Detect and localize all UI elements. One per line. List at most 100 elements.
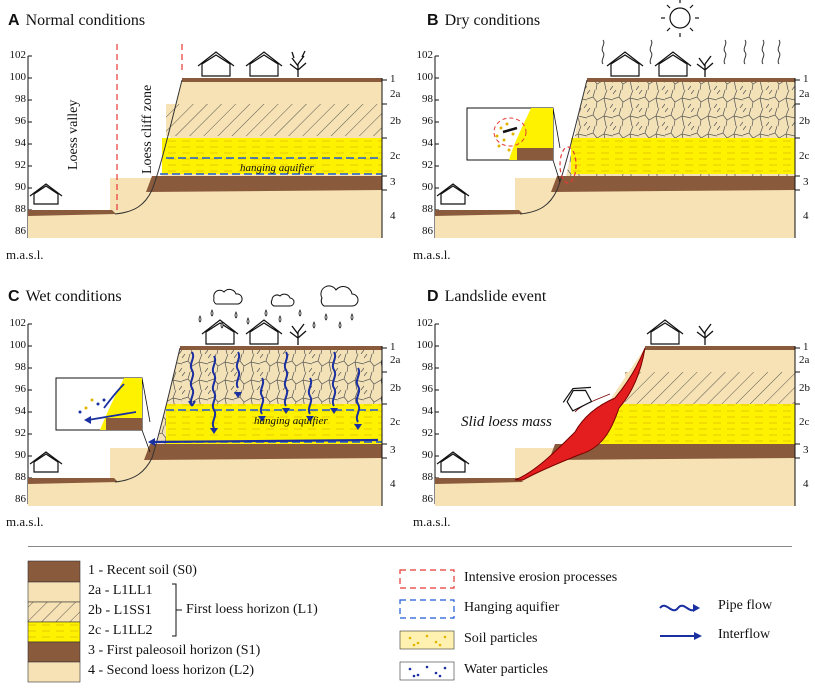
panel-b-cross-section: [434, 0, 800, 238]
layer-label: 4: [390, 210, 396, 222]
layer-label: 1: [803, 341, 809, 353]
hanging-aquifer-label: hanging aquifier: [254, 415, 328, 427]
tick: 90: [15, 181, 26, 193]
landslide-mass: [514, 347, 646, 481]
layer-label: 2c: [799, 150, 810, 162]
tick: 86: [422, 493, 433, 505]
tick: 96: [15, 383, 26, 395]
panel-d-cross-section: [434, 319, 800, 506]
sun-icon: [669, 7, 691, 29]
tick: 92: [422, 159, 433, 171]
tick: 86: [15, 493, 26, 505]
tick: 94: [422, 405, 433, 417]
tick: 96: [422, 115, 433, 127]
tick: 92: [15, 427, 26, 439]
layer-label: 2a: [799, 354, 810, 366]
panel-a-title: A Normal conditions: [8, 12, 145, 30]
tick: 88: [422, 203, 433, 215]
legend-layer-2a: 2a - L1LL1: [88, 583, 153, 598]
tick: 92: [422, 427, 433, 439]
panel-a-cross-section: [27, 44, 387, 238]
layer-label: 4: [803, 478, 809, 490]
panel-b-title: B Dry conditions: [427, 12, 540, 30]
tick: 100: [9, 71, 27, 83]
tick: 90: [15, 449, 26, 461]
layer-label: 2c: [390, 416, 401, 428]
tick: 102: [416, 317, 434, 329]
tick: 98: [422, 93, 433, 105]
layer-label: 1: [390, 341, 396, 353]
panel-c-cross-section: [27, 285, 387, 506]
panel-b-title-text: Dry conditions: [444, 12, 541, 29]
hanging-aquifer-label: hanging aquifier: [240, 162, 314, 174]
axis-unit: m.a.s.l.: [413, 247, 451, 262]
tick: 98: [15, 93, 26, 105]
tick: 88: [15, 203, 26, 215]
panel-a: A Normal conditions: [0, 0, 401, 270]
tick: 90: [422, 449, 433, 461]
tick: 102: [9, 317, 27, 329]
layer-label: 2b: [390, 115, 401, 127]
panel-d-title: D Landslide event: [427, 288, 546, 306]
tick: 96: [15, 115, 26, 127]
cloud-icon: [213, 285, 359, 307]
tick: 94: [422, 137, 433, 149]
panel-d-letter: D: [427, 288, 439, 305]
layer-label: 2a: [390, 354, 401, 366]
loess-valley-label: Loess valley: [66, 99, 81, 170]
tick: 102: [416, 49, 434, 61]
tick: 94: [15, 405, 26, 417]
house-icon: [29, 183, 63, 205]
tick: 102: [9, 49, 27, 61]
legend-divider: [28, 546, 792, 547]
legend-layer-4: 4 - Second loess horizon (L2): [88, 663, 255, 678]
legend-interflow: Interflow: [718, 627, 771, 642]
axis-unit: m.a.s.l.: [6, 247, 44, 262]
tick: 98: [15, 361, 26, 373]
tick: 88: [422, 471, 433, 483]
layer-label: 2c: [390, 150, 401, 162]
panel-a-title-text: Normal conditions: [25, 12, 146, 29]
legend-hanging-aquifer: Hanging aquifier: [464, 600, 560, 615]
tick: 100: [9, 339, 27, 351]
tick: 96: [422, 383, 433, 395]
tick: 100: [416, 71, 434, 83]
layer-label: 1: [803, 73, 809, 85]
panel-c-title-text: Wet conditions: [25, 288, 122, 305]
panel-b-letter: B: [427, 12, 439, 29]
legend-swatches: [27, 560, 702, 683]
layer-label: 4: [390, 478, 396, 490]
tick: 100: [416, 339, 434, 351]
layer-label: 4: [803, 210, 809, 222]
legend-water-particles: Water particles: [464, 662, 548, 677]
layer-label: 2a: [390, 88, 401, 100]
legend-pipe-flow: Pipe flow: [718, 598, 773, 613]
layer-label: 2b: [799, 382, 810, 394]
loess-cliff-label: Loess cliff zone: [140, 84, 155, 174]
tick: 92: [15, 159, 26, 171]
slid-loess-mass-label: Slid loess mass: [461, 414, 552, 430]
layer-label: 1: [390, 73, 396, 85]
layer-label: 2b: [799, 115, 810, 127]
legend-erosion: Intensive erosion processes: [464, 570, 618, 585]
panel-b: B Dry conditions: [405, 0, 815, 270]
panel-d-title-text: Landslide event: [444, 288, 547, 305]
tick: 94: [15, 137, 26, 149]
axis-unit: m.a.s.l.: [6, 514, 44, 529]
layer-label: 2c: [799, 416, 810, 428]
panel-c-letter: C: [8, 288, 20, 305]
layer-label: 3: [803, 444, 809, 456]
panel-c: C Wet conditions: [0, 282, 401, 537]
panel-a-letter: A: [8, 12, 20, 29]
layer-label: 3: [390, 444, 396, 456]
layer-label: 3: [803, 176, 809, 188]
legend: 1 - Recent soil (S0) 2a - L1LL1 2b - L1S…: [0, 550, 815, 689]
legend-layer-2c: 2c - L1LL2: [88, 623, 153, 638]
layer-label: 2a: [799, 88, 810, 100]
legend-group-label: First loess horizon (L1): [186, 602, 318, 617]
legend-layer-3: 3 - First paleosoil horizon (S1): [88, 643, 261, 658]
legend-layer-1: 1 - Recent soil (S0): [88, 563, 197, 578]
legend-layer-2b: 2b - L1SS1: [88, 603, 152, 618]
tick: 86: [422, 225, 433, 237]
